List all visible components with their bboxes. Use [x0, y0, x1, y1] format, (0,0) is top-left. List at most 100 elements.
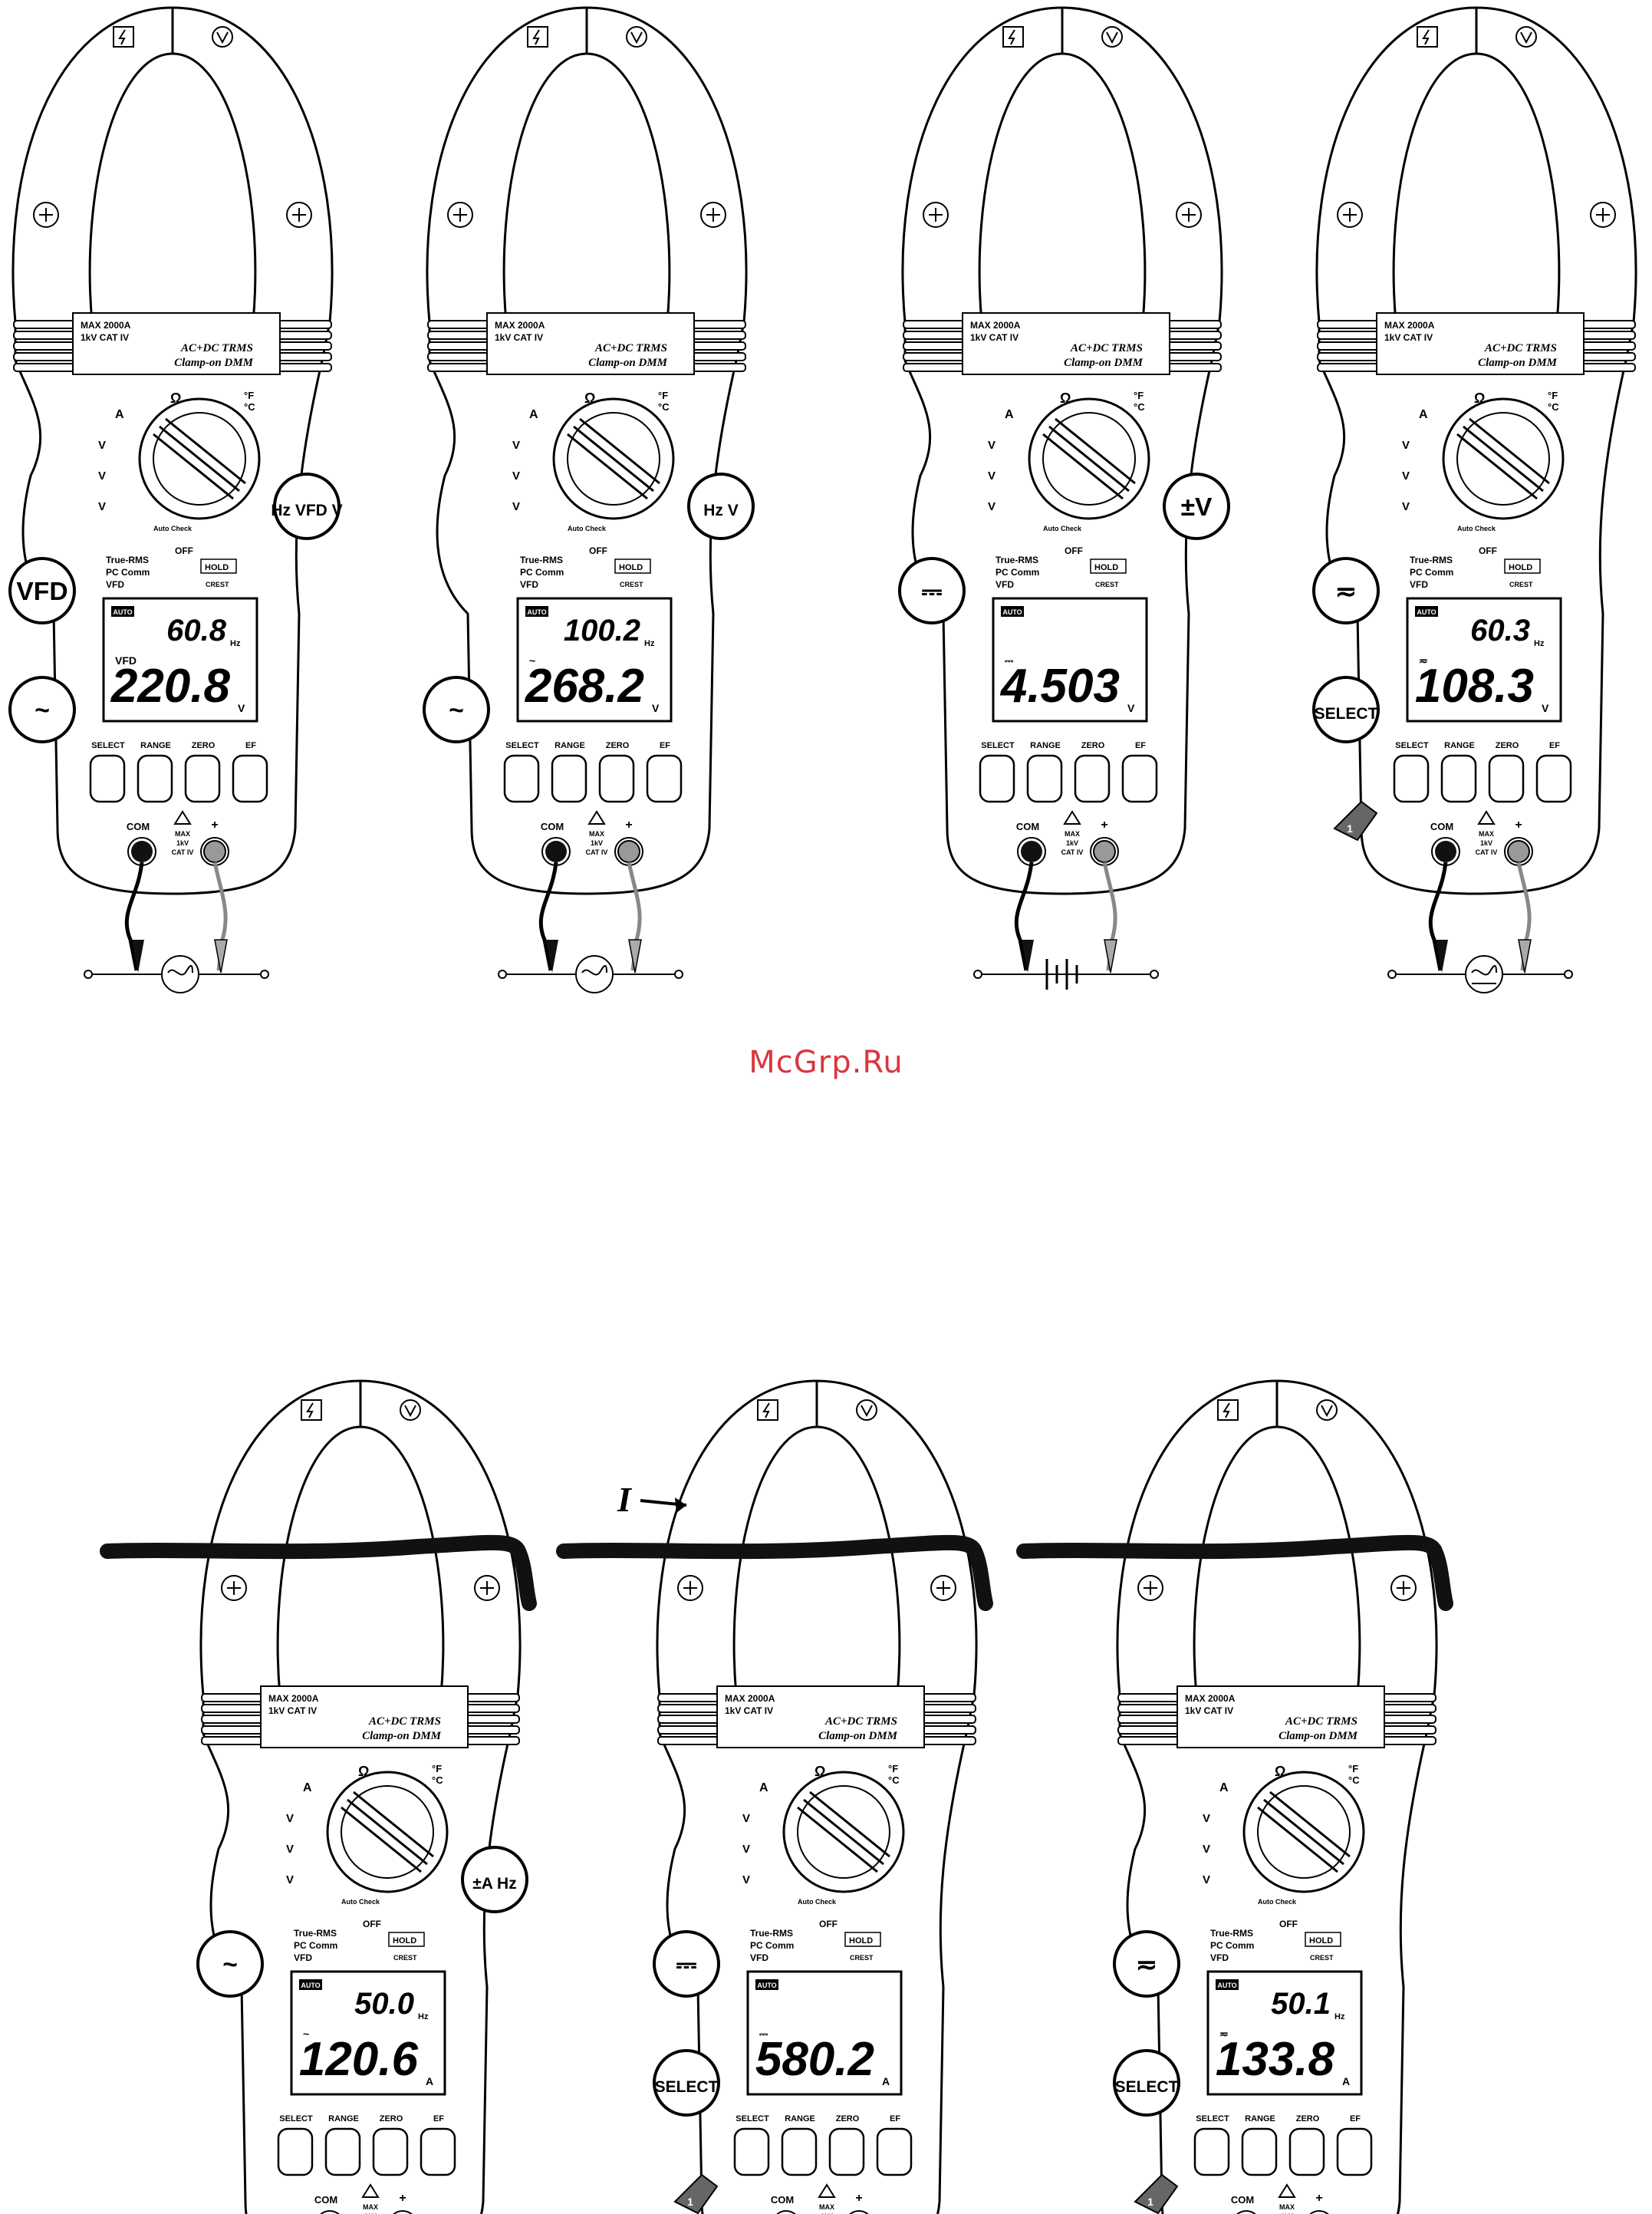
lcd-main-reading: 220.8 — [110, 660, 231, 713]
red-lead — [627, 862, 642, 971]
true-rms-label: True-RMS — [995, 555, 1038, 565]
zero-button[interactable] — [1488, 754, 1525, 803]
mode-callout — [196, 1930, 264, 1998]
lightning-glyph — [1422, 29, 1430, 45]
finger-press-icon — [673, 2173, 719, 2214]
lightning-icon — [1417, 26, 1438, 48]
button-label: RANGE — [328, 2114, 359, 2123]
zero-button[interactable] — [372, 2127, 409, 2176]
circuit-terminal — [674, 970, 683, 979]
range-button[interactable] — [324, 2127, 361, 2176]
range-button[interactable] — [137, 754, 173, 803]
off-label: OFF — [1065, 545, 1083, 556]
select-button[interactable] — [979, 754, 1015, 803]
circuit-terminal — [260, 970, 269, 979]
ncv-icon — [1316, 1399, 1338, 1421]
lcd-mode-indicator: ≂ — [1419, 654, 1428, 667]
ef-button[interactable] — [232, 754, 268, 803]
watermark: McGrp.Ru — [749, 1045, 903, 1080]
ef-button[interactable] — [1535, 754, 1572, 803]
dial-callout-text: Hz VFD V — [271, 502, 342, 519]
dial-f-label: °F — [1134, 390, 1144, 401]
zero-button[interactable] — [1074, 754, 1111, 803]
ef-button[interactable] — [646, 754, 683, 803]
zero-button[interactable] — [184, 754, 221, 803]
off-label: OFF — [1279, 1919, 1298, 1929]
dial-vfd-label: V — [1402, 500, 1410, 513]
dial-vfd-label: V — [98, 500, 106, 513]
button-label: ZERO — [1496, 741, 1519, 750]
auto-badge — [755, 1979, 778, 1990]
range-button[interactable] — [551, 754, 587, 803]
lcd-top-reading: 60.3 — [1470, 614, 1530, 647]
lcd-mode-indicator: ⎓ — [1005, 654, 1014, 667]
zero-button[interactable] — [828, 2127, 865, 2176]
lcd-main-reading: 4.503 — [999, 660, 1120, 713]
lightning-glyph — [762, 1402, 770, 1418]
lcd-top-unit: Hz — [1334, 2012, 1345, 2021]
auto-badge — [1001, 606, 1024, 617]
ncv-icon — [400, 1399, 421, 1421]
auto-badge — [525, 606, 548, 617]
plus-label: + — [1515, 819, 1522, 832]
rating-max-label: MAX 2000A — [725, 1693, 775, 1704]
hold-label: HOLD — [393, 1936, 416, 1945]
current-cable — [556, 1534, 993, 1611]
dial-knob — [797, 1791, 890, 1873]
plus-label: + — [1101, 819, 1107, 832]
select-button[interactable] — [89, 754, 126, 803]
plus-label: + — [625, 819, 632, 832]
dial-knob — [341, 1791, 434, 1873]
ef-button[interactable] — [420, 2127, 456, 2176]
dial-hzv-label: V — [742, 1843, 750, 1856]
mode-callout-lower — [653, 2049, 720, 2117]
rating-max-label: MAX 2000A — [81, 320, 131, 331]
ncv-glyph — [630, 31, 643, 44]
dial-volts-label: V — [512, 439, 520, 452]
ef-button[interactable] — [1121, 754, 1158, 803]
com-label: COM — [1016, 821, 1039, 832]
auto-check-label: Auto Check — [341, 1898, 380, 1906]
range-button[interactable] — [1026, 754, 1063, 803]
button-label: EF — [433, 2114, 444, 2123]
ef-button[interactable] — [876, 2127, 913, 2176]
range-button[interactable] — [781, 2127, 818, 2176]
lcd-display — [290, 1970, 446, 2096]
dial-vfd-label: V — [1203, 1873, 1210, 1886]
zero-button[interactable] — [598, 754, 635, 803]
auto-check-label: Auto Check — [1258, 1898, 1297, 1906]
zero-button[interactable] — [1288, 2127, 1325, 2176]
lcd-main-reading: 133.8 — [1216, 2033, 1335, 2086]
button-label: EF — [245, 741, 256, 750]
plus-label: + — [211, 819, 218, 832]
plus-jack — [393, 2210, 413, 2214]
select-button[interactable] — [503, 754, 540, 803]
finger-step-number: 1 — [687, 2196, 693, 2208]
rating-cat-label: 1kV CAT IV — [1384, 332, 1433, 343]
select-button[interactable] — [733, 2127, 770, 2176]
hold-label: HOLD — [849, 1936, 873, 1945]
range-button[interactable] — [1440, 754, 1477, 803]
jack-1kv-label: 1kV — [364, 2212, 377, 2214]
jack-cat-label: CAT IV — [172, 848, 194, 856]
com-jack — [776, 2210, 796, 2214]
jack-1kv-label: 1kV — [1066, 839, 1078, 847]
select-button[interactable] — [1193, 2127, 1230, 2176]
ef-button[interactable] — [1336, 2127, 1373, 2176]
rating-max-label: MAX 2000A — [268, 1693, 319, 1704]
select-button[interactable] — [1393, 754, 1430, 803]
rating-cat-label: 1kV CAT IV — [268, 1705, 317, 1716]
auto-label: AUTO — [301, 1982, 320, 1989]
range-button[interactable] — [1241, 2127, 1278, 2176]
lcd-mode-indicator: ~ — [303, 2028, 309, 2040]
jack-max-label: MAX — [363, 2203, 378, 2211]
jack-cat-label: CAT IV — [1061, 848, 1084, 856]
rating-cat-label: 1kV CAT IV — [81, 332, 129, 343]
button-label: EF — [660, 741, 670, 750]
lcd-top-unit: Hz — [644, 639, 655, 648]
lcd-mode-indicator: ≂ — [1219, 2028, 1229, 2040]
ncv-glyph — [1321, 1405, 1333, 1418]
select-button[interactable] — [277, 2127, 314, 2176]
